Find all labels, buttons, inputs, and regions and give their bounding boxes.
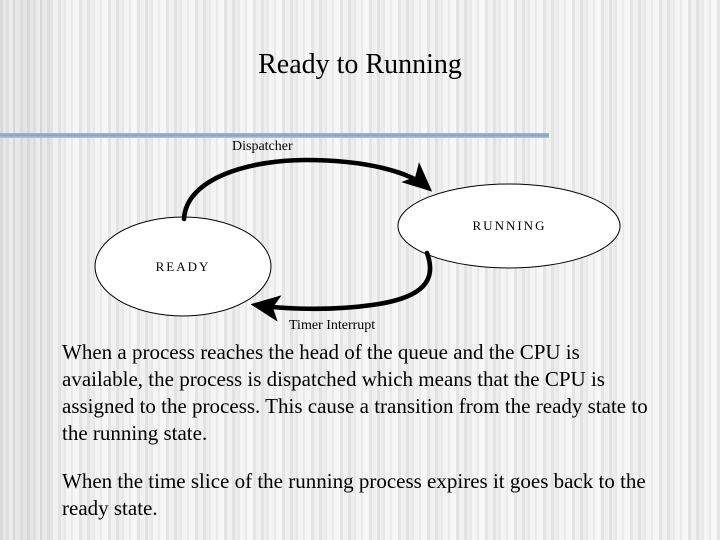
page-title: Ready to Running — [258, 49, 462, 80]
body-paragraph: When the time slice of the running proce… — [62, 469, 646, 520]
title-divider — [0, 133, 549, 138]
node-label-running: RUNNING — [472, 218, 547, 233]
node-label-ready: READY — [155, 259, 211, 274]
edge-label-timer-interrupt: Timer Interrupt — [289, 318, 376, 333]
background-stripe-band — [0, 0, 52, 540]
edge-timer-interrupt-arrow — [250, 250, 433, 322]
edge-label-dispatcher: Dispatcher — [232, 139, 293, 154]
edge-dispatcher-arrow — [181, 157, 433, 222]
body-paragraph: When a process reaches the head of the q… — [62, 340, 648, 445]
